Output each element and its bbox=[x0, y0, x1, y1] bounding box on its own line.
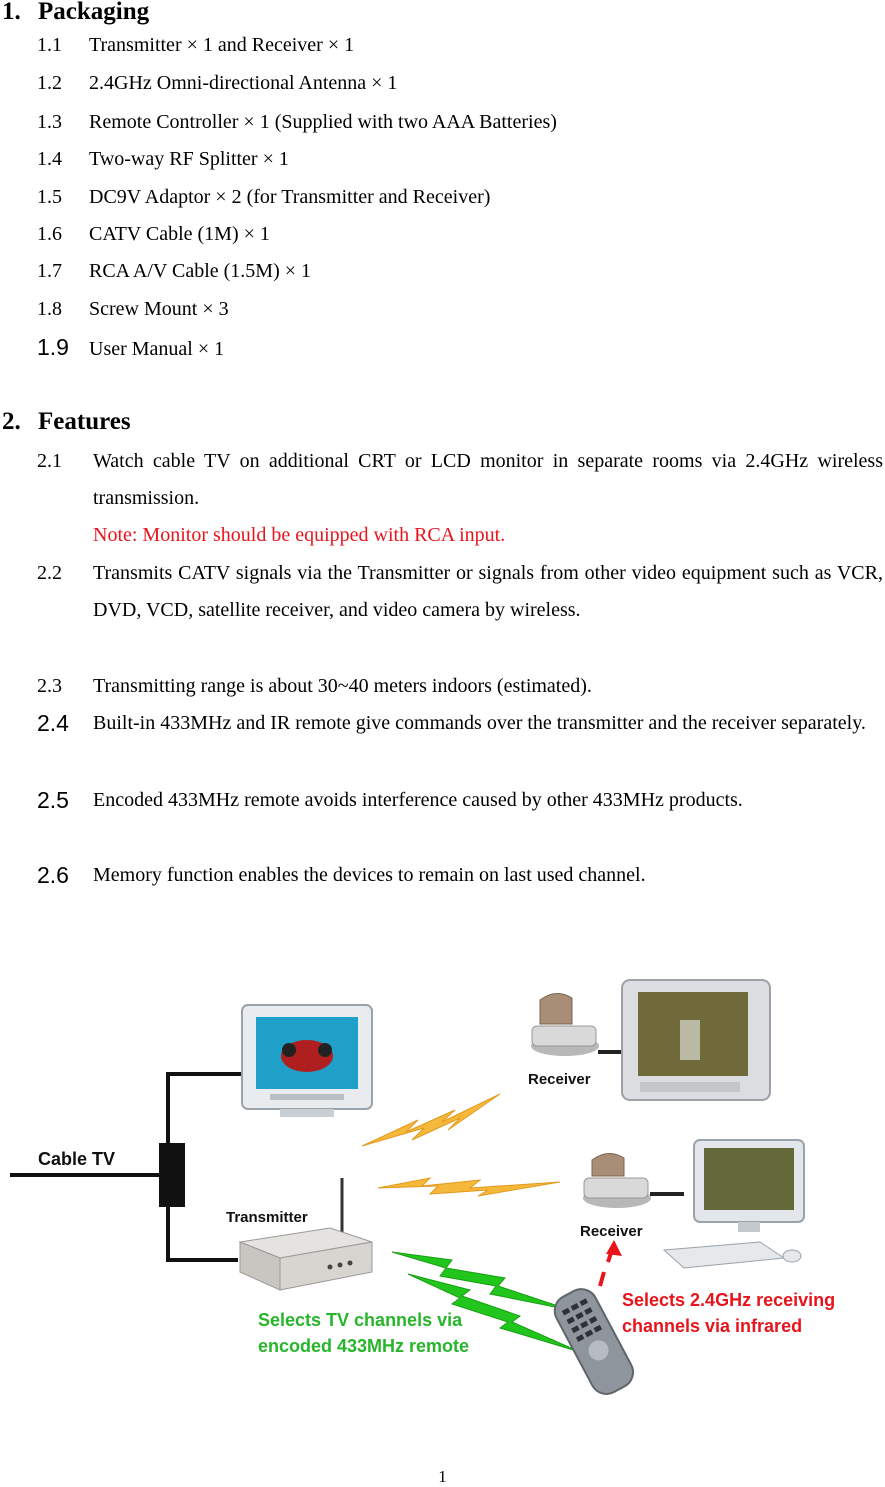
packaging-item: 1.7 RCA A/V Cable (1.5M) × 1 bbox=[37, 260, 311, 283]
item-text: Encoded 433MHz remote avoids interferenc… bbox=[93, 789, 743, 811]
item-text: Transmitting range is about 30~40 meters… bbox=[93, 675, 592, 697]
cable-tv-label: Cable TV bbox=[38, 1149, 115, 1169]
item-text: Two-way RF Splitter × 1 bbox=[89, 148, 289, 170]
item-number: 1.8 bbox=[37, 298, 62, 320]
remote-control-icon bbox=[553, 1288, 635, 1395]
packaging-item: 1.9 User Manual × 1 bbox=[37, 334, 224, 361]
cable-lines bbox=[10, 1072, 242, 1262]
ir-caption-line2: channels via infrared bbox=[622, 1316, 802, 1336]
feature-note: Note: Monitor should be equipped with RC… bbox=[93, 524, 506, 546]
transmitter-label: Transmitter bbox=[226, 1209, 308, 1226]
crt-tv-icon bbox=[621, 979, 771, 1101]
item-number: 1.2 bbox=[37, 72, 62, 94]
item-number: 2.5 bbox=[37, 787, 69, 813]
item-text: Screw Mount × 3 bbox=[89, 298, 229, 320]
item-text: RCA A/V Cable (1.5M) × 1 bbox=[89, 260, 312, 282]
feature-item: 2.2 Transmits CATV signals via the Trans… bbox=[37, 555, 883, 629]
packaging-item: 1.3 Remote Controller × 1 (Supplied with … bbox=[37, 111, 557, 134]
section-heading-features: 2. Features bbox=[2, 408, 131, 436]
packaging-item: 1.1 Transmitter × 1 and Receiver × 1 bbox=[37, 34, 354, 57]
item-number: 1.5 bbox=[37, 186, 62, 208]
item-number: 1.9 bbox=[37, 334, 69, 360]
packaging-item: 1.6 CATV Cable (1M) × 1 bbox=[37, 223, 270, 246]
splitter-icon bbox=[159, 1143, 185, 1207]
remote-caption-line1: Selects TV channels via bbox=[258, 1310, 463, 1330]
feature-item: 2.5 Encoded 433MHz remote avoids interfe… bbox=[37, 782, 883, 819]
item-number: 1.1 bbox=[37, 34, 62, 56]
item-number: 1.4 bbox=[37, 148, 62, 170]
item-text: Remote Controller × 1 (Supplied with two… bbox=[89, 111, 557, 133]
item-text: Transmits CATV signals via the Transmitt… bbox=[93, 562, 883, 621]
page-number: 1 bbox=[438, 1467, 447, 1486]
item-text: Memory function enables the devices to r… bbox=[93, 864, 646, 886]
transmitter-icon bbox=[238, 1227, 373, 1291]
section-title: Features bbox=[38, 408, 131, 435]
remote-caption-line2: encoded 433MHz remote bbox=[258, 1336, 469, 1356]
section-number: 1. bbox=[2, 0, 21, 25]
item-number: 2.2 bbox=[37, 562, 62, 584]
item-number: 1.7 bbox=[37, 260, 62, 282]
rf-signal-icon bbox=[361, 1093, 561, 1197]
section-title: Packaging bbox=[38, 0, 150, 25]
item-number: 2.1 bbox=[37, 450, 62, 472]
feature-item: 2.4 Built-in 433MHz and IR remote give c… bbox=[37, 705, 883, 742]
item-text: DC9V Adaptor × 2 (for Transmitter and Re… bbox=[89, 186, 491, 208]
packaging-item: 1.8 Screw Mount × 3 bbox=[37, 298, 229, 321]
packaging-item: 1.5 DC9V Adaptor × 2 (for Transmitter and… bbox=[37, 186, 490, 209]
item-text: User Manual × 1 bbox=[89, 338, 225, 360]
receiver-mid-icon bbox=[583, 1153, 651, 1208]
pc-monitor-icon bbox=[693, 1139, 805, 1232]
item-text: Transmitter × 1 and Receiver × 1 bbox=[89, 34, 355, 56]
item-text: CATV Cable (1M) × 1 bbox=[89, 223, 270, 245]
section-heading-packaging: 1. Packaging bbox=[2, 0, 149, 26]
receiver-mid-label: Receiver bbox=[580, 1223, 643, 1240]
item-number: 2.3 bbox=[37, 675, 62, 697]
section-number: 2. bbox=[2, 408, 21, 435]
item-text: Built-in 433MHz and IR remote give comma… bbox=[93, 712, 866, 734]
feature-item: 2.3 Transmitting range is about 30~40 me… bbox=[37, 668, 883, 705]
ir-caption-line1: Selects 2.4GHz receiving bbox=[622, 1290, 835, 1310]
item-number: 1.3 bbox=[37, 111, 62, 133]
ir-arrow-head bbox=[606, 1240, 622, 1256]
item-number: 2.4 bbox=[37, 710, 69, 736]
system-diagram: Cable TV Transmitter bbox=[0, 960, 885, 1450]
feature-item: 2.6 Memory function enables the devices … bbox=[37, 857, 883, 894]
item-number: 1.6 bbox=[37, 223, 62, 245]
item-text: Watch cable TV on additional CRT or LCD … bbox=[93, 450, 883, 509]
item-text: 2.4GHz Omni-directional Antenna × 1 bbox=[89, 72, 398, 94]
item-number: 2.6 bbox=[37, 862, 69, 888]
receiver-top-label: Receiver bbox=[528, 1071, 591, 1088]
packaging-item: 1.4 Two-way RF Splitter × 1 bbox=[37, 148, 289, 171]
lcd-monitor-icon bbox=[241, 1004, 373, 1117]
feature-item: 2.1 Watch cable TV on additional CRT or … bbox=[37, 443, 883, 554]
packaging-item: 1.2 2.4GHz Omni-directional Antenna × 1 bbox=[37, 72, 397, 95]
mouse-icon bbox=[782, 1249, 802, 1263]
receiver-top-icon bbox=[531, 993, 599, 1056]
